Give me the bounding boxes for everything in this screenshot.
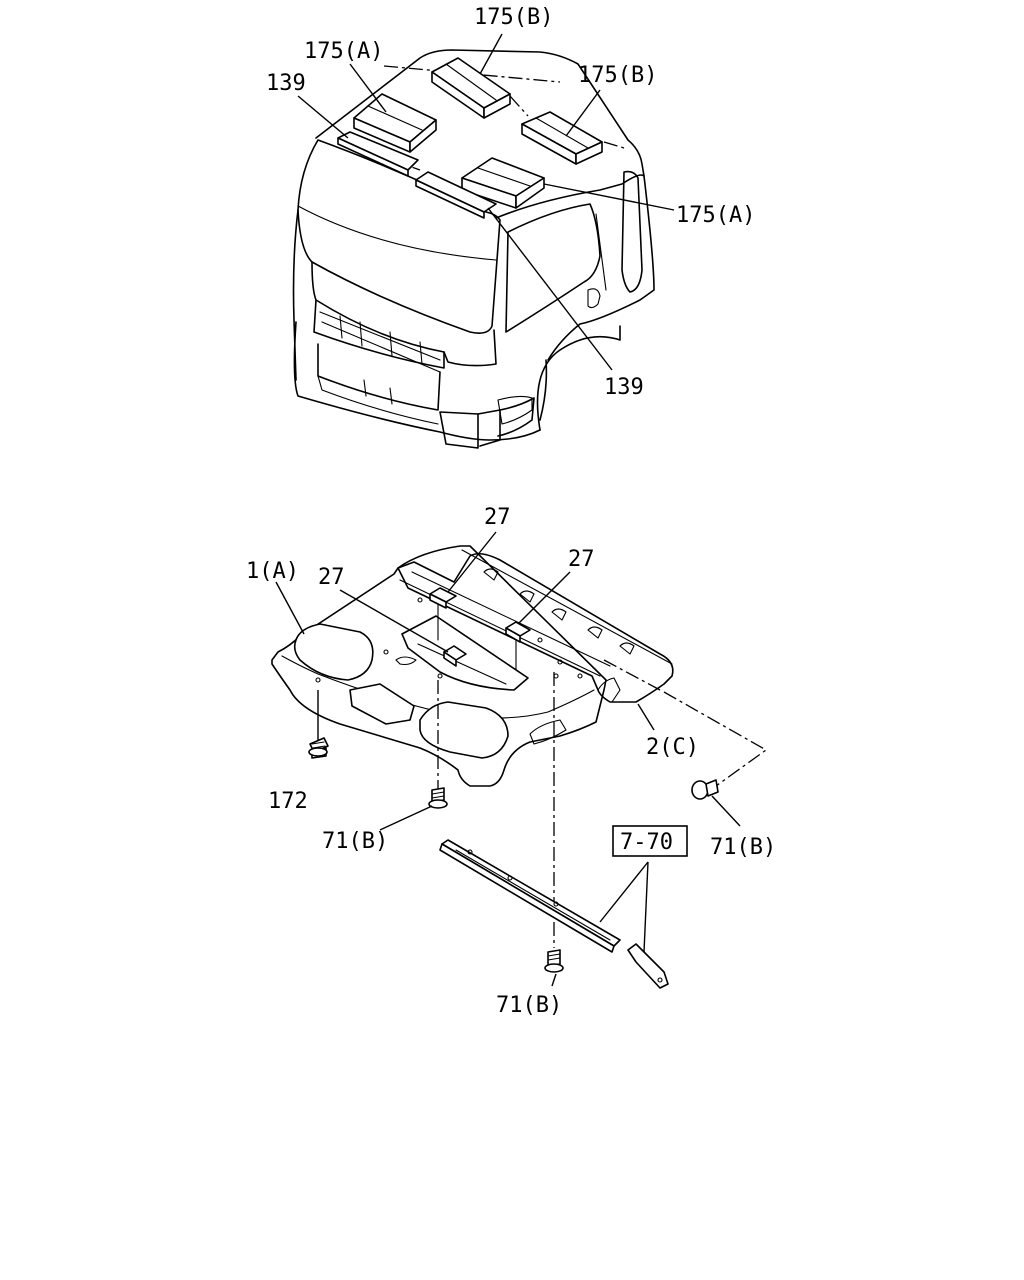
headliner-assembly — [271, 545, 768, 948]
callout-172: 172 — [268, 789, 308, 814]
callout-175b-top: 175(B) — [474, 5, 553, 30]
screw-172 — [308, 737, 329, 759]
roof-pad-175b-right — [521, 111, 603, 165]
callout-27-top: 27 — [484, 505, 511, 530]
callout-71b-right: 71(B) — [710, 835, 776, 860]
callout-27-right: 27 — [568, 547, 595, 572]
roof-pad-175b-top — [431, 57, 511, 119]
screw-71b-mid — [428, 787, 448, 809]
strip-139-right — [415, 171, 497, 219]
callout-27-left: 27 — [318, 565, 345, 590]
screw-71b-bottom — [544, 949, 564, 973]
reference-box-7-70 — [612, 825, 688, 857]
cab-leader-lines — [297, 33, 675, 371]
reference-label-7-70: 7-70 — [620, 830, 673, 855]
roof-pad-175a-right — [461, 157, 545, 209]
callout-2c: 2(C) — [646, 735, 699, 760]
callout-139-top: 139 — [266, 71, 306, 96]
headliner-leader-lines — [275, 531, 741, 987]
clip-71b-right — [691, 779, 719, 800]
callout-175a-top: 175(A) — [304, 39, 383, 64]
callout-175b-right: 175(B) — [578, 63, 657, 88]
strip-139-left — [337, 131, 419, 177]
callout-175a-right: 175(A) — [676, 203, 755, 228]
rail-7-70 — [439, 839, 669, 989]
callout-139-bottom: 139 — [604, 375, 644, 400]
callout-71b-mid: 71(B) — [322, 829, 388, 854]
callout-71b-bottom: 71(B) — [496, 993, 562, 1018]
callout-1a: 1(A) — [246, 559, 299, 584]
roof-pad-175a-top — [353, 93, 437, 153]
